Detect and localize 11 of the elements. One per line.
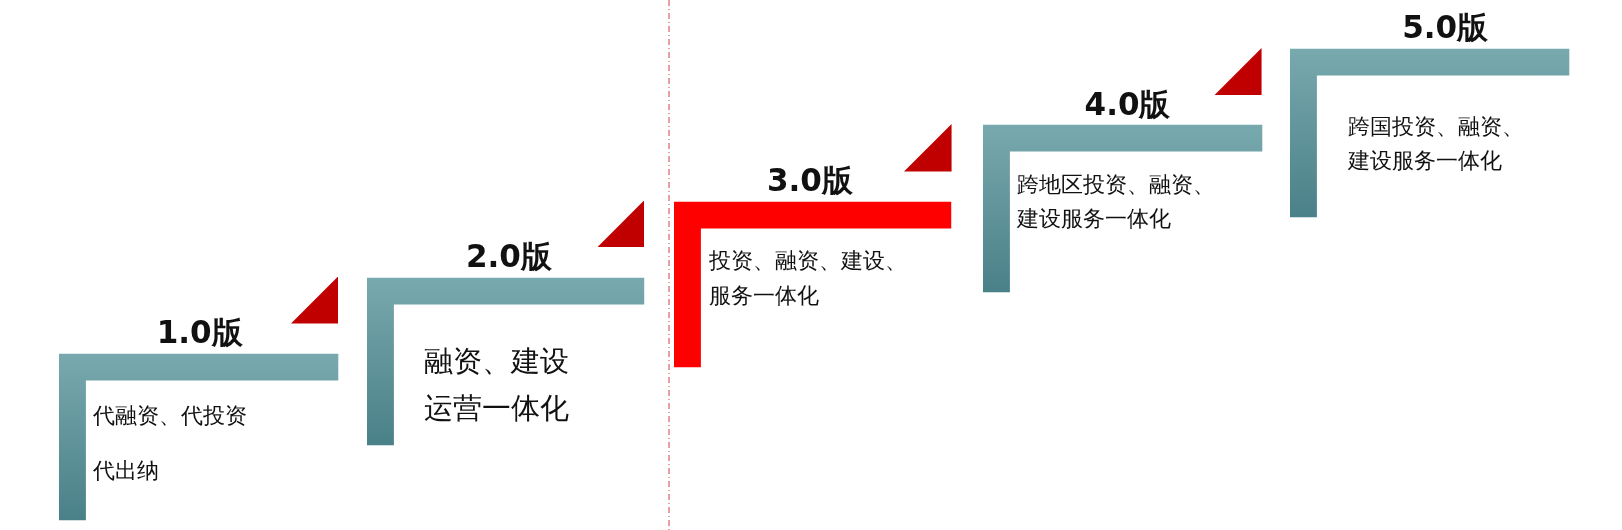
description-text: 跨地区投资、融资、建设服务一体化 bbox=[1016, 170, 1216, 234]
description-text: 代融资、代投资 bbox=[93, 402, 249, 431]
description-text: 融资、建设运营一体化 bbox=[424, 343, 571, 427]
description-text: 跨国投资、融资、建设服务一体化 bbox=[1347, 112, 1525, 176]
version-heading: 3.0版 bbox=[766, 161, 854, 201]
description-text: 代出纳 bbox=[93, 456, 161, 485]
description-text: 投资、融资、建设、服务一体化 bbox=[708, 247, 908, 310]
version-heading: 1.0版 bbox=[155, 313, 244, 353]
version-heading: 2.0版 bbox=[464, 236, 553, 276]
version-heading: 4.0版 bbox=[1083, 84, 1172, 124]
version-heading: 5.0版 bbox=[1401, 8, 1490, 48]
